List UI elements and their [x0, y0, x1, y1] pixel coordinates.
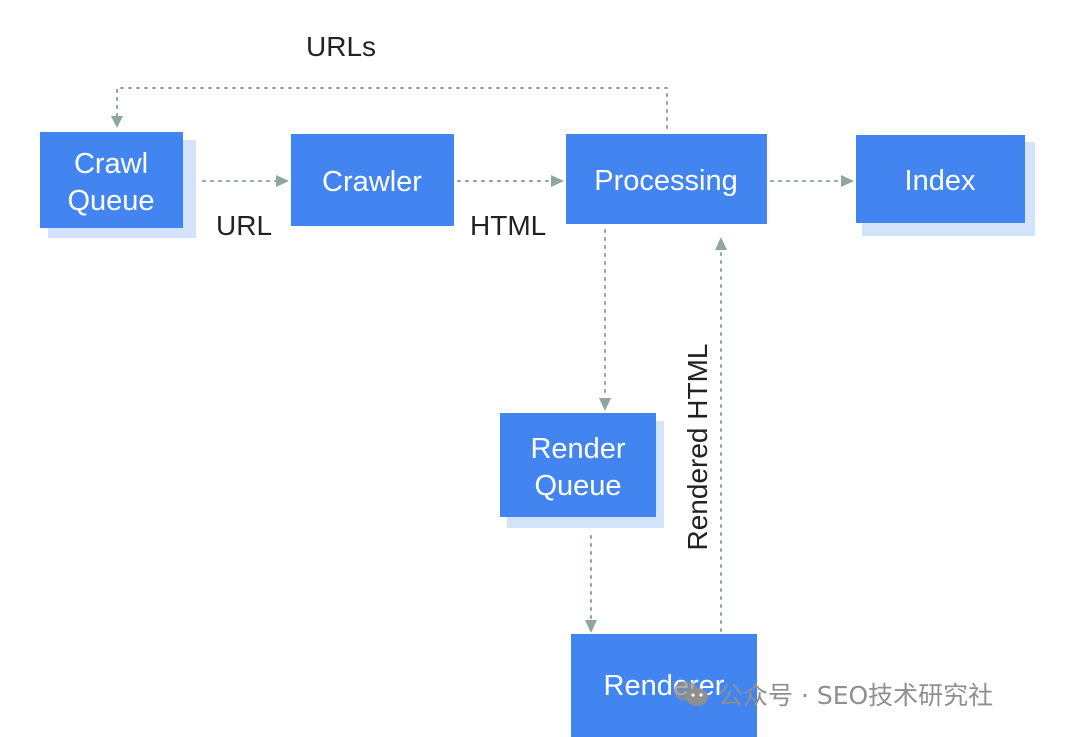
- crawler-label: Crawler: [322, 166, 422, 198]
- crawl-queue-label-line2: Queue: [67, 185, 154, 217]
- rendered-html-edge-label: Rendered HTML: [682, 344, 713, 551]
- watermark: 公众号 · SEO技术研究社: [672, 676, 993, 712]
- render-queue-label-line1: Render: [530, 433, 625, 465]
- edge-processing-to-render-queue: [599, 229, 611, 411]
- urls-edge-label: URLs: [306, 31, 376, 62]
- edge-renderer-to-processing: [715, 237, 727, 632]
- node-index: Index: [856, 135, 1035, 236]
- node-renderer: Renderer: [571, 634, 757, 737]
- edge-crawl-queue-to-crawler: [202, 175, 289, 187]
- url-edge-label: URL: [216, 210, 272, 241]
- edge-processing-to-crawl-queue: [111, 87, 668, 129]
- edge-processing-to-index: [770, 175, 854, 187]
- wechat-icon: [674, 681, 708, 706]
- html-edge-label: HTML: [470, 210, 546, 241]
- processing-label: Processing: [594, 165, 737, 197]
- node-crawler: Crawler: [291, 134, 454, 226]
- edge-render-queue-to-renderer: [585, 535, 597, 633]
- node-crawl-queue: Crawl Queue: [40, 132, 196, 238]
- index-label: Index: [905, 165, 976, 197]
- render-queue-label-line2: Queue: [534, 470, 621, 502]
- edge-crawler-to-processing: [457, 175, 564, 187]
- watermark-text: 公众号 · SEO技术研究社: [718, 681, 994, 710]
- crawl-queue-label-line1: Crawl: [74, 148, 148, 180]
- node-processing: Processing: [566, 134, 767, 224]
- node-render-queue: Render Queue: [500, 413, 664, 528]
